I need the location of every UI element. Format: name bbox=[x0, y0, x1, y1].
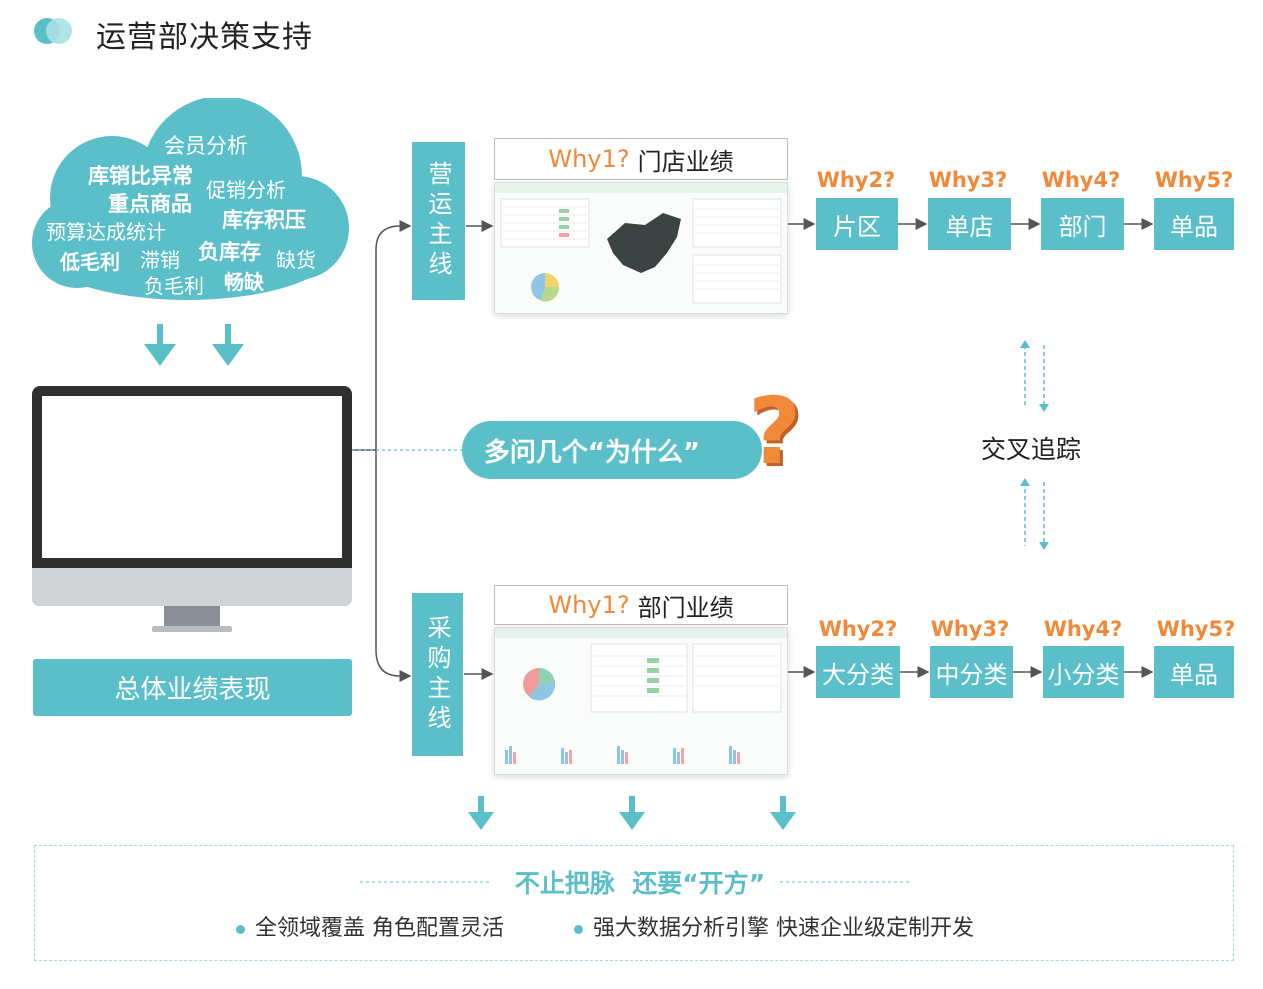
cloud-word: 库销比异常 bbox=[88, 164, 193, 188]
purchasing-line-label: 采购主线 bbox=[412, 593, 463, 756]
footer-bullet-1: 全领域覆盖 角色配置灵活 bbox=[236, 910, 504, 942]
operations-why1-text: 门店业绩 bbox=[637, 147, 734, 176]
footer-down-arrow-icons bbox=[468, 796, 796, 830]
cloud-shape bbox=[32, 98, 349, 300]
purchasing-why1-label: Why1? bbox=[548, 591, 630, 619]
monitor-base bbox=[152, 626, 232, 632]
footer-bullet-1-text: 全领域覆盖 角色配置灵活 bbox=[255, 916, 504, 941]
store-dashboard-graphic bbox=[495, 183, 787, 304]
footer-headline: 不止把脉 还要“开方” bbox=[514, 869, 766, 898]
department-dashboard-thumbnail bbox=[494, 627, 788, 775]
cloud-word: 缺货 bbox=[276, 248, 316, 272]
step-minor-category: 小分类 bbox=[1043, 646, 1124, 698]
cross-tracking-label: 交叉追踪 bbox=[981, 435, 1082, 464]
monitor-neck bbox=[164, 606, 220, 626]
purchasing-why4-label: Why4? bbox=[1043, 617, 1123, 641]
purchasing-why5-label: Why5? bbox=[1156, 617, 1236, 641]
footer-panel bbox=[34, 845, 1234, 961]
bullet-dot-icon bbox=[236, 924, 245, 934]
question-bubble: 多问几个“为什么” bbox=[462, 421, 762, 479]
header-dot-icon-2 bbox=[46, 18, 72, 44]
operations-why2-label: Why2? bbox=[816, 168, 896, 192]
step-major-category: 大分类 bbox=[816, 646, 900, 698]
overall-performance-box: 总体业绩表现 bbox=[33, 659, 352, 716]
purchasing-why1-text: 部门业绩 bbox=[637, 593, 734, 622]
store-dashboard-thumbnail bbox=[494, 182, 788, 314]
footer-bullet-2: 强大数据分析引擎 快速企业级定制开发 bbox=[574, 910, 974, 942]
cloud-word: 会员分析 bbox=[164, 134, 248, 158]
step-purchasing-item: 单品 bbox=[1154, 646, 1234, 698]
cloud-word: 负毛利 bbox=[144, 274, 204, 298]
operations-why1-title: Why1? 门店业绩 bbox=[494, 138, 788, 180]
cloud-word: 滞销 bbox=[140, 248, 180, 272]
purchasing-why3-label: Why3? bbox=[930, 617, 1010, 641]
down-arrow-icons bbox=[144, 324, 244, 366]
cloud-word: 促销分析 bbox=[206, 178, 286, 202]
monitor-screen bbox=[42, 396, 342, 558]
step-district: 片区 bbox=[816, 198, 898, 250]
monitor-frame bbox=[32, 386, 352, 606]
cloud-word: 负库存 bbox=[198, 240, 261, 264]
footer-bullet-2-text: 强大数据分析引擎 快速企业级定制开发 bbox=[593, 916, 974, 941]
step-mid-category: 中分类 bbox=[930, 646, 1013, 698]
bullet-dot-icon bbox=[574, 924, 583, 934]
monitor-chin bbox=[32, 568, 352, 606]
page-title: 运营部决策支持 bbox=[96, 20, 313, 55]
cloud-word: 畅缺 bbox=[224, 270, 264, 294]
operations-why4-label: Why4? bbox=[1041, 168, 1121, 192]
cloud-word: 低毛利 bbox=[60, 250, 120, 274]
question-mark-icon: ? bbox=[748, 378, 802, 485]
operations-why1-label: Why1? bbox=[548, 145, 630, 173]
cloud-word: 预算达成统计 bbox=[46, 220, 166, 244]
cloud-word: 库存积压 bbox=[222, 208, 306, 232]
operations-why5-label: Why5? bbox=[1154, 168, 1234, 192]
operations-why3-label: Why3? bbox=[928, 168, 1008, 192]
purchasing-why1-title: Why1? 部门业绩 bbox=[494, 585, 788, 625]
step-item: 单品 bbox=[1154, 198, 1234, 250]
step-store: 单店 bbox=[928, 198, 1011, 250]
operations-line-label: 营运主线 bbox=[412, 142, 465, 300]
cloud-word: 重点商品 bbox=[108, 192, 192, 216]
department-dashboard-graphic bbox=[495, 628, 787, 764]
purchasing-why2-label: Why2? bbox=[818, 617, 898, 641]
cloud-words: 会员分析 库销比异常 重点商品 促销分析 预算达成统计 库存积压 低毛利 滞销 … bbox=[22, 98, 352, 306]
step-department: 部门 bbox=[1041, 198, 1124, 250]
